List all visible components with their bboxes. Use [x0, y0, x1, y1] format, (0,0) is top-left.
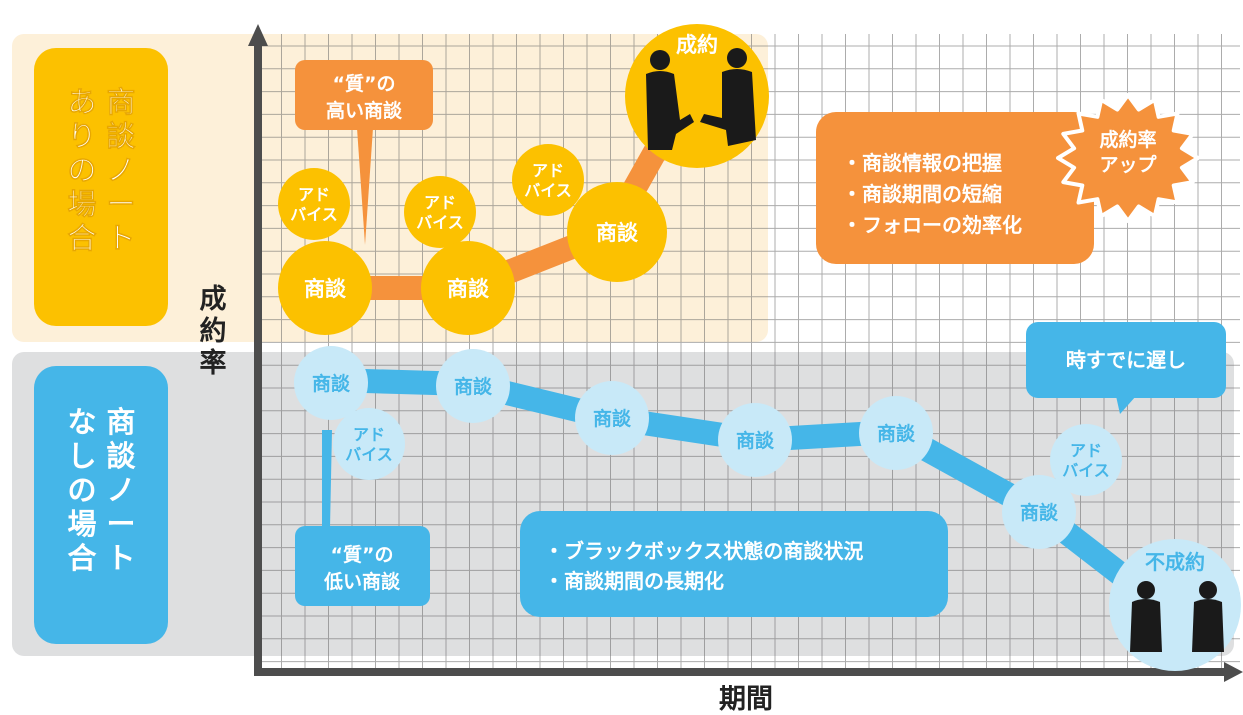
- svg-text:し: し: [67, 439, 96, 473]
- svg-text:バイス: バイス: [416, 213, 464, 232]
- svg-text:・ブラックボックス状態の商談状況: ・ブラックボックス状態の商談状況: [544, 539, 863, 563]
- high-quality-bubble: “質”の 高い商談: [295, 60, 433, 245]
- svg-text:商: 商: [106, 85, 135, 119]
- too-late-bubble: 時すでに遅し: [1026, 322, 1226, 414]
- svg-text:商談: 商談: [454, 375, 493, 398]
- svg-text:バイス: バイス: [290, 205, 338, 224]
- svg-text:バイス: バイス: [524, 181, 572, 200]
- svg-text:成: 成: [200, 284, 227, 315]
- svg-text:ト: ト: [106, 221, 135, 255]
- with-note-path: [325, 84, 701, 300]
- svg-text:アド: アド: [532, 161, 564, 180]
- low-quality-bubble: “質”の 低い商談: [295, 430, 430, 606]
- with-note-label: 商 談 ノ ー ト あ り の 場 合: [67, 85, 137, 256]
- svg-text:商談: 商談: [593, 407, 632, 430]
- svg-text:な: な: [67, 405, 96, 439]
- svg-text:バイス: バイス: [1062, 461, 1110, 480]
- without-meeting-node: 商談: [718, 403, 792, 477]
- with-advice-bubble: アド バイス: [404, 176, 476, 248]
- y-axis-arrow-icon: [248, 24, 268, 46]
- svg-text:“質”の: “質”の: [333, 72, 396, 95]
- svg-text:商: 商: [106, 405, 135, 439]
- without-advice-bubble: アド バイス: [333, 408, 405, 480]
- svg-text:合: 合: [67, 541, 96, 575]
- svg-text:アド: アド: [424, 193, 456, 212]
- svg-text:・商談期間の短縮: ・商談期間の短縮: [842, 182, 1002, 206]
- svg-text:商談: 商談: [447, 277, 490, 301]
- without-meeting-node: 商談: [1002, 475, 1076, 549]
- svg-text:場: 場: [67, 187, 96, 221]
- without-meeting-node: 商談: [294, 346, 368, 420]
- without-meeting-node: 商談: [436, 349, 510, 423]
- svg-text:ー: ー: [106, 507, 135, 541]
- x-axis-label: 期間: [719, 684, 773, 715]
- with-note-label-box: [34, 48, 168, 326]
- svg-text:不成約: 不成約: [1145, 550, 1205, 574]
- rate-up-badge: 成約率 アップ: [1056, 93, 1200, 223]
- with-meeting-node: 商談: [421, 241, 515, 335]
- svg-text:成約率: 成約率: [1099, 128, 1156, 151]
- svg-text:合: 合: [67, 221, 96, 255]
- svg-text:談: 談: [106, 119, 136, 153]
- svg-text:り: り: [67, 119, 96, 153]
- with-meeting-node: 商談: [278, 241, 372, 335]
- svg-text:・フォローの効率化: ・フォローの効率化: [842, 213, 1022, 237]
- svg-text:の: の: [67, 153, 96, 187]
- svg-text:アド: アド: [298, 185, 330, 204]
- y-axis-label: 成 約 率: [200, 284, 227, 379]
- svg-text:商談: 商談: [1020, 501, 1059, 524]
- svg-text:アド: アド: [1070, 441, 1102, 460]
- svg-text:ノ: ノ: [106, 473, 135, 507]
- businessmen-icon: [1130, 581, 1224, 652]
- svg-text:の: の: [67, 473, 96, 507]
- svg-text:・商談期間の長期化: ・商談期間の長期化: [544, 569, 724, 593]
- without-note-label-box: [34, 366, 168, 644]
- svg-text:成約: 成約: [676, 33, 718, 57]
- svg-text:場: 場: [67, 507, 96, 541]
- svg-text:談: 談: [106, 439, 136, 473]
- with-note-band: [12, 34, 768, 342]
- svg-text:商談: 商談: [877, 422, 916, 445]
- svg-text:ノ: ノ: [106, 153, 135, 187]
- svg-text:時すでに遅し: 時すでに遅し: [1066, 348, 1186, 372]
- svg-text:高い商談: 高い商談: [326, 99, 403, 122]
- svg-text:あ: あ: [67, 85, 96, 119]
- without-note-label: 商 談 ノ ー ト な し の 場 合: [67, 405, 136, 575]
- svg-text:アド: アド: [353, 425, 385, 444]
- svg-text:ー: ー: [106, 187, 135, 221]
- svg-text:率: 率: [200, 347, 227, 379]
- no-contract-node: 不成約: [1109, 539, 1241, 671]
- svg-text:約: 約: [200, 315, 227, 347]
- svg-text:バイス: バイス: [345, 445, 393, 464]
- with-meeting-node: 商談: [567, 182, 667, 282]
- svg-text:低い商談: 低い商談: [323, 570, 401, 593]
- svg-text:商談: 商談: [312, 372, 351, 395]
- with-advice-bubble: アド バイス: [512, 144, 584, 216]
- svg-text:商談: 商談: [596, 221, 639, 245]
- svg-text:ト: ト: [106, 541, 135, 575]
- svg-text:・商談情報の把握: ・商談情報の把握: [842, 151, 1002, 175]
- svg-text:商談: 商談: [736, 429, 775, 452]
- without-meeting-node: 商談: [859, 396, 933, 470]
- contract-node: 成約: [625, 24, 769, 168]
- without-advice-bubble: アド バイス: [1050, 424, 1122, 496]
- handshake-icon: [646, 48, 756, 150]
- axes: [248, 24, 1243, 682]
- without-meeting-node: 商談: [575, 381, 649, 455]
- problems-box: ・ブラックボックス状態の商談状況 ・商談期間の長期化: [520, 511, 948, 617]
- svg-text:“質”の: “質”の: [331, 543, 394, 566]
- svg-text:アップ: アップ: [1099, 153, 1157, 176]
- svg-text:商談: 商談: [304, 277, 347, 301]
- benefits-box: ・商談情報の把握 ・商談期間の短縮 ・フォローの効率化: [816, 112, 1094, 264]
- x-axis-arrow-icon: [1224, 662, 1243, 682]
- with-advice-bubble: アド バイス: [278, 168, 350, 240]
